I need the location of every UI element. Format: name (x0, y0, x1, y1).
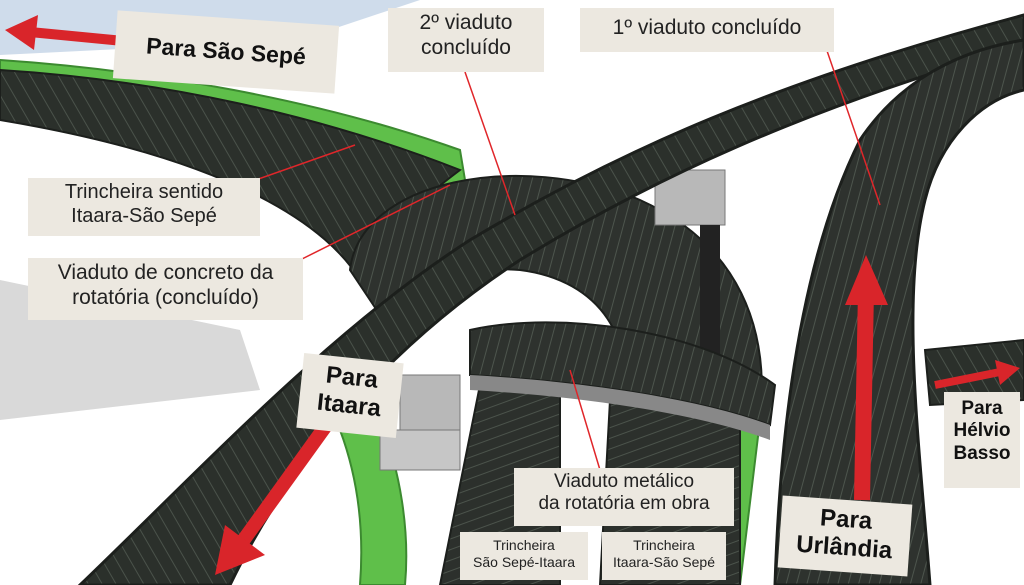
label-trincheira-bottom-2-line1: Trincheira (633, 537, 695, 553)
label-viaduto-concreto-line2: rotatória (concluído) (72, 285, 259, 309)
label-viaduto-2-line1: 2º viaduto (419, 11, 513, 34)
label-trincheira-sao-sepe-itaara: Trincheira São Sepé-Itaara (460, 532, 588, 580)
direction-sao-sepe-text: Para São Sepé (145, 32, 307, 70)
direction-helvio-line1: Para (961, 398, 1003, 419)
label-trincheira-line2: Itaara-São Sepé (71, 204, 217, 227)
label-viaduto-metalico-line1: Viaduto metálico (553, 471, 695, 492)
label-trincheira-bottom-1-line2: São Sepé-Itaara (473, 553, 575, 570)
label-viaduto-concreto-line1: Viaduto de concreto da (57, 261, 274, 284)
direction-helvio-line2: Hélvio (953, 420, 1011, 442)
label-viaduto-2: 2º viaduto concluído (388, 8, 544, 72)
label-viaduto-2-line2: concluído (421, 35, 511, 59)
label-viaduto-metalico-line2: da rotatória em obra (538, 493, 710, 515)
metal-viaduct-beam (470, 375, 770, 440)
leader-viaduto-concreto (299, 184, 451, 261)
arrow-itaara (215, 415, 336, 575)
label-trincheira-itaara-sao-sepe-bottom: Trincheira Itaara-São Sepé (602, 532, 726, 580)
leader-viaduto-1 (824, 44, 881, 206)
label-trincheira-itaara-sao-sepe: Trincheira sentido Itaara-São Sepé (28, 178, 260, 236)
label-viaduto-1: 1º viaduto concluído (580, 8, 834, 52)
direction-helvio-line3: Basso (953, 442, 1011, 464)
leader-viaduto-2 (464, 71, 516, 216)
road-to-helvio-basso (923, 338, 1024, 407)
direction-itaara: Para Itaara (296, 352, 404, 439)
leader-trincheira (249, 144, 356, 183)
direction-helvio-basso: Para Hélvio Basso (944, 392, 1020, 488)
label-viaduto-metalico: Viaduto metálico da rotatória em obra (514, 468, 734, 526)
label-trincheira-bottom-2-line2: Itaara-São Sepé (613, 553, 715, 570)
label-viaduto-1-text: 1º viaduto concluído (612, 16, 802, 39)
label-trincheira-bottom-1-line1: Trincheira (493, 537, 555, 553)
arrow-helvio-basso (934, 360, 1020, 389)
direction-urlandia: Para Urlândia (777, 495, 913, 577)
label-viaduto-concreto: Viaduto de concreto da rotatória (conclu… (28, 258, 303, 320)
pillar-column (700, 225, 720, 355)
arrow-urlandia (845, 255, 888, 501)
leader-viaduto-metalico (569, 369, 601, 471)
label-trincheira-line1: Trincheira sentido (64, 181, 224, 203)
pillar-2 (399, 374, 461, 436)
